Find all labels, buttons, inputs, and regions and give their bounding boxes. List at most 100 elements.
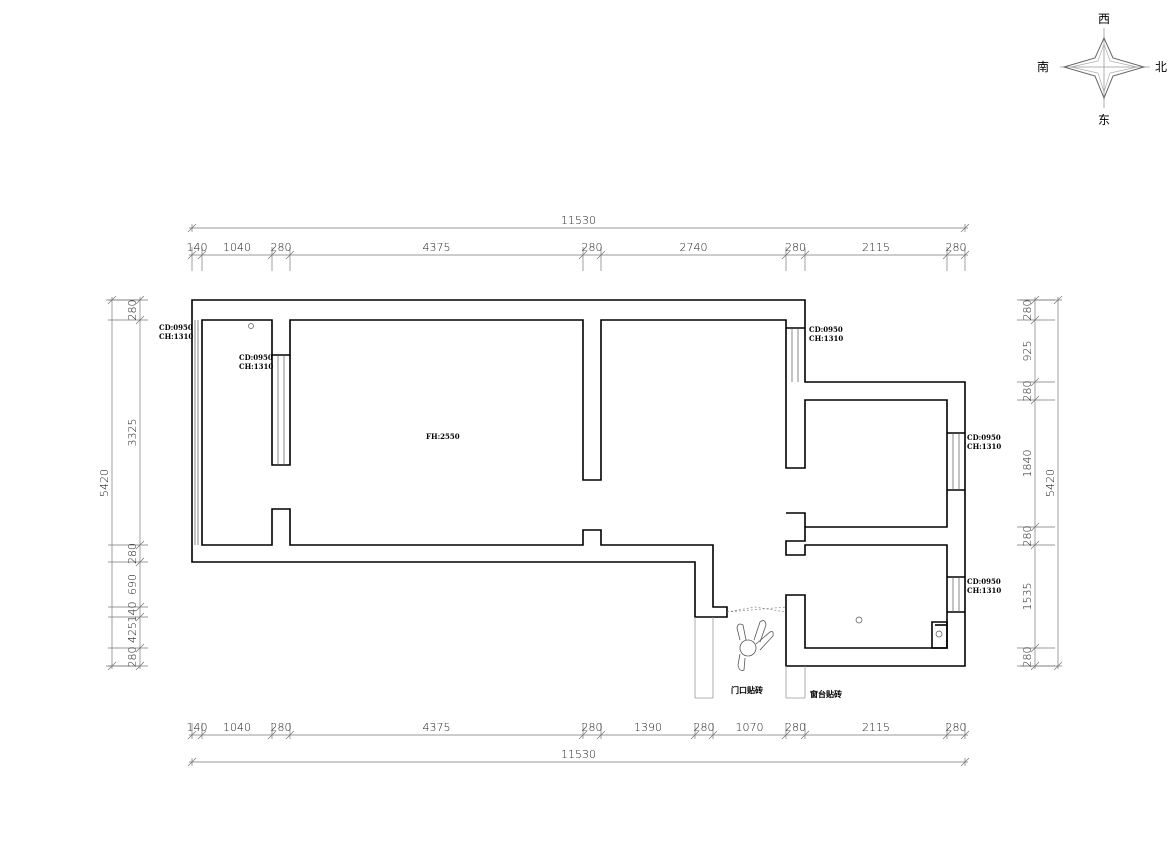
dimension-tick — [267, 250, 277, 260]
dimension-tick — [1030, 540, 1040, 550]
window-west — [194, 320, 199, 545]
dimension-tick — [781, 730, 791, 740]
dimension-label: 280 — [1021, 300, 1034, 321]
sill-tile-label: 窗台贴砖 — [810, 689, 842, 699]
dimension-label: 280 — [785, 721, 806, 734]
dimension-label: 280 — [1021, 526, 1034, 547]
dimension-tick — [708, 730, 718, 740]
dimension-tick — [1030, 522, 1040, 532]
dimension-label: 280 — [785, 241, 806, 254]
dimension-tick — [197, 250, 207, 260]
dimension-label: 140 — [187, 241, 208, 254]
dimension-tick — [187, 730, 197, 740]
window-east-1 — [947, 432, 965, 491]
dimension-tick — [578, 730, 588, 740]
dimension-tick — [942, 730, 952, 740]
floor-drain-icon — [855, 616, 863, 624]
dimension-tick — [135, 643, 145, 653]
dimension-tick — [596, 730, 606, 740]
dimension-lines: 11530 140 1040 280 4375 280 2740 280 2115 280 140 1… — [98, 214, 1063, 767]
dimension-tick — [197, 730, 207, 740]
dimension-label: 1390 — [634, 721, 662, 734]
dimension-tick — [960, 250, 970, 260]
window-ch-label: CH:1310 — [809, 334, 843, 343]
window-ch-label: CH:1310 — [239, 362, 273, 371]
dimension-label: 280 — [582, 721, 603, 734]
window-cd-label: CD:0950 — [967, 577, 1001, 586]
dimension-label: 4375 — [423, 721, 451, 734]
compass-east: 东 — [1098, 113, 1110, 127]
pipe-icon — [935, 630, 943, 638]
pipe-icon — [248, 323, 254, 329]
window-northeast — [786, 327, 805, 382]
door-threshold — [726, 606, 787, 613]
floor-height-label: FH:2550 — [426, 432, 460, 441]
dimension-label: 2115 — [862, 721, 890, 734]
window-ch-label: CH:1310 — [159, 332, 193, 341]
dimension-tick — [285, 730, 295, 740]
compass-star-inner — [1070, 42, 1138, 94]
window-cd-label: CD:0950 — [159, 323, 193, 332]
dimension-tick — [690, 730, 700, 740]
dimension-label: 1040 — [223, 721, 251, 734]
dimension-label: 1840 — [1021, 450, 1034, 478]
dimension-tick — [135, 612, 145, 622]
person-figure-icon — [736, 620, 774, 671]
dimension-tick — [285, 250, 295, 260]
dimension-tick — [135, 540, 145, 550]
dimension-label: 280 — [126, 647, 139, 668]
bathroom-shaft — [931, 621, 948, 649]
dimension-label: 4375 — [423, 241, 451, 254]
dimension-total-label: 5420 — [98, 469, 111, 497]
dimension-label: 1535 — [1021, 583, 1034, 611]
dimension-label: 280 — [694, 721, 715, 734]
dimension-label: 280 — [1021, 381, 1034, 402]
dimension-tick — [578, 250, 588, 260]
compass-rose: 西 南 北 东 — [1037, 12, 1167, 127]
window-cd-label: CD:0950 — [967, 433, 1001, 442]
outer-wall — [191, 299, 966, 667]
dimension-label: 140 — [187, 721, 208, 734]
annotations: CD:0950 CH:1310 CD:0950 CH:1310 CD:0950 … — [159, 323, 1001, 699]
dimension-label: 2115 — [862, 241, 890, 254]
entrance — [248, 323, 943, 699]
dimension-tick — [1030, 377, 1040, 387]
compass-star-icon — [1062, 36, 1146, 100]
dimension-tick — [135, 602, 145, 612]
partition-stub — [786, 512, 806, 527]
dimension-label: 280 — [582, 241, 603, 254]
dimension-total-label: 5420 — [1044, 469, 1057, 497]
dimension-label: 1070 — [736, 721, 764, 734]
dimension-label: 280 — [946, 721, 967, 734]
partition-wall-left — [271, 355, 291, 466]
dimension-label: 280 — [946, 241, 967, 254]
window-cd-label: CD:0950 — [239, 353, 273, 362]
compass-south: 南 — [1037, 59, 1049, 74]
dimension-label: 3325 — [126, 419, 139, 447]
dimension-label: 425 — [126, 622, 139, 643]
dimension-tick — [135, 557, 145, 567]
dimension-label: 2740 — [680, 241, 708, 254]
dimension-total-label: 11530 — [561, 748, 596, 761]
window-east-2 — [947, 576, 965, 613]
compass-west: 西 — [1098, 12, 1110, 26]
door-tile-label: 门口贴砖 — [731, 685, 763, 695]
compass-north: 北 — [1155, 60, 1167, 74]
dimension-tick — [1030, 643, 1040, 653]
windows — [194, 320, 965, 613]
dimension-tick — [1030, 315, 1040, 325]
dimension-label: 690 — [126, 574, 139, 595]
dimension-label: 280 — [126, 300, 139, 321]
dimension-total-label: 11530 — [561, 214, 596, 227]
dimension-tick — [800, 250, 810, 260]
dimension-label: 280 — [271, 241, 292, 254]
dimension-tick — [187, 250, 197, 260]
dimension-tick — [942, 250, 952, 260]
window-ch-label: CH:1310 — [967, 586, 1001, 595]
dimension-tick — [135, 315, 145, 325]
dimension-tick — [960, 730, 970, 740]
dimension-label: 925 — [1021, 341, 1034, 362]
dimension-label: 280 — [126, 543, 139, 564]
window-partition — [277, 355, 285, 465]
